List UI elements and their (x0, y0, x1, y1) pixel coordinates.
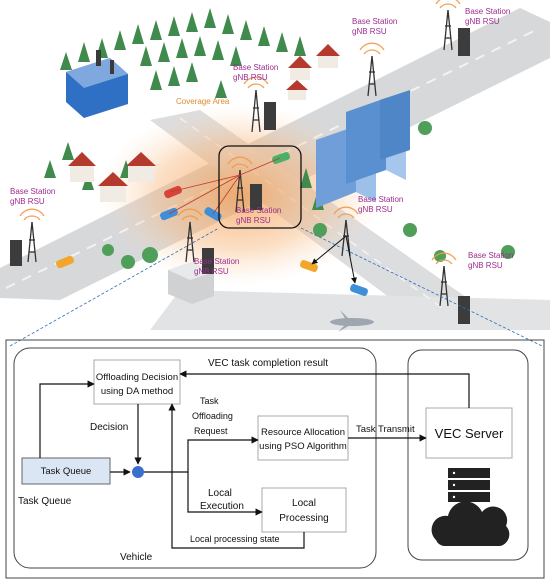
bs-label-8-line1: Base Station (468, 251, 513, 260)
tower-3 (367, 55, 377, 97)
bs-label-7-line2: gNB RSU (358, 205, 393, 214)
bs-label-1-line1: Base Station (10, 187, 55, 196)
decision-node (132, 466, 144, 478)
bs-label-6-line2: gNB RSU (236, 216, 271, 225)
offloading-decision-line1: Offloading Decision (96, 372, 178, 383)
tower-2 (251, 89, 261, 133)
bs-label-2-line2: gNB RSU (194, 267, 229, 276)
task-transmit-label: Task Transmit (356, 424, 415, 435)
task-offloading-line1: Task (200, 396, 219, 406)
flow-arrows (39, 370, 470, 549)
airplane-icon (330, 310, 374, 332)
offloading-decision-box (93, 359, 181, 405)
tower-1 (27, 221, 37, 263)
bs-label-8-line2: gNB RSU (468, 261, 503, 270)
bs-label-3-line2: gNB RSU (233, 73, 268, 82)
task-queue-box (21, 457, 111, 485)
local-execution-line2: Execution (200, 501, 244, 512)
task-offloading-line3: Request (194, 426, 228, 436)
task-offloading-line2: Offloading (192, 411, 233, 421)
local-processing-box (261, 487, 347, 533)
tower-5 (235, 169, 245, 213)
vec-server-label: VEC Server (435, 426, 504, 441)
base-station-towers (27, 9, 453, 307)
bs-label-4-line1: Base Station (352, 17, 397, 26)
bs-label-6-line1: Base Station (236, 206, 281, 215)
bs-label-5-line1: Base Station (465, 7, 510, 16)
task-queue-caption: Task Queue (18, 496, 72, 507)
vehicles (56, 152, 368, 296)
server-cloud-icon (431, 468, 510, 546)
coverage-area (100, 105, 380, 285)
zoom-line-left (9, 227, 220, 347)
vehicle-container (13, 347, 377, 569)
city-scene: Coverage Area (0, 0, 550, 332)
bs-label-5-line2: gNB RSU (465, 17, 500, 26)
local-execution-line1: Local (208, 488, 232, 499)
signal-arcs (19, 0, 461, 265)
tower-6 (185, 221, 195, 263)
resource-allocation-line1: Resource Allocation (261, 427, 345, 438)
resource-allocation-box (257, 415, 349, 461)
coverage-label: Coverage Area (176, 97, 230, 106)
server-cabinets (10, 28, 470, 324)
task-queue-box-label: Task Queue (41, 466, 92, 477)
tower-4 (443, 9, 453, 51)
bs-label-3-line1: Base Station (233, 63, 278, 72)
vehicle-label: Vehicle (120, 552, 153, 563)
zoom-region (218, 145, 302, 229)
local-processing-state-label: Local processing state (190, 534, 280, 544)
houses (68, 44, 340, 202)
offloading-decision-line2: using DA method (101, 386, 173, 397)
completion-result-label: VEC task completion result (208, 358, 328, 369)
bs-label-4-line2: gNB RSU (352, 27, 387, 36)
bs-label-1-line2: gNB RSU (10, 197, 45, 206)
local-processing-line2: Processing (279, 513, 328, 524)
flow-panel (5, 339, 545, 579)
resource-allocation-line2: using PSO Algorithm (259, 441, 347, 452)
bs-label-2-line1: Base Station (194, 257, 239, 266)
local-processing-line1: Local (292, 498, 316, 509)
signal-lines (168, 157, 281, 215)
decision-label: Decision (90, 422, 128, 433)
bs-label-7-line1: Base Station (358, 195, 403, 204)
office-towers (316, 90, 410, 208)
base-station-labels: Base Station gNB RSU Base Station gNB RS… (10, 7, 513, 276)
server-container (407, 349, 529, 561)
factory (66, 50, 128, 118)
